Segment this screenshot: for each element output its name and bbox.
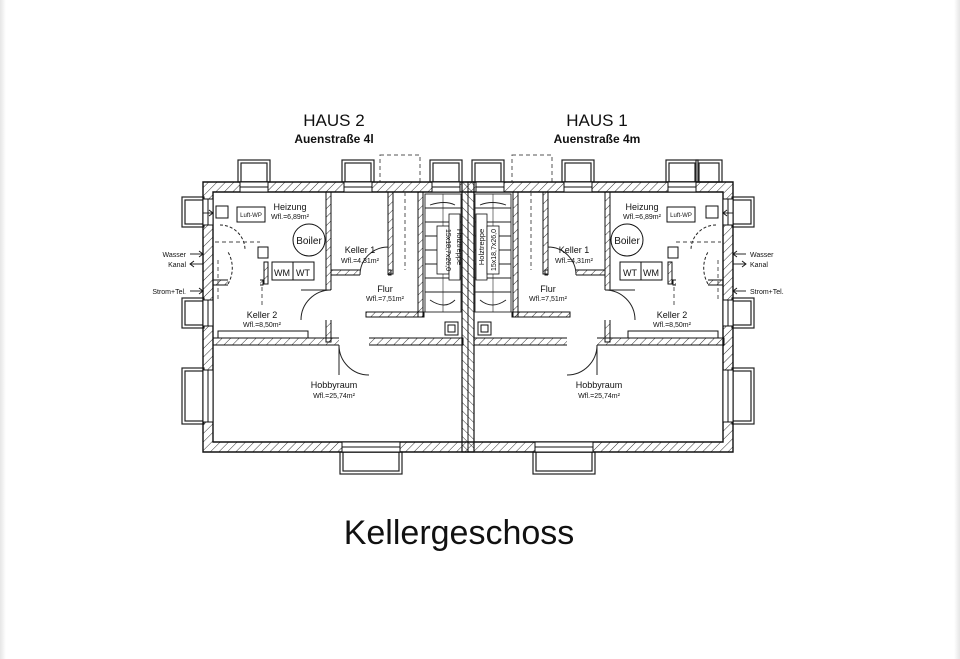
wm-h1: WM: [643, 268, 659, 278]
house1-address: Auenstraße 4m: [554, 132, 641, 146]
area-keller1-h2: Wfl.=4,31m²: [341, 258, 380, 265]
room-heizung-h2: Heizung: [273, 202, 306, 212]
area-hobbyraum-h2: Wfl.=25,74m²: [313, 393, 355, 400]
connection-arrows-left: [189, 209, 214, 295]
room-keller1-h2: Keller 1: [345, 245, 376, 255]
room-flur-h1: Flur: [540, 284, 556, 294]
room-hobbyraum-h2: Hobbyraum: [311, 380, 358, 390]
shafts: [444, 321, 492, 336]
luft-wp-h1: Luft-WP: [670, 213, 692, 219]
conn-wasser-h2: Wasser: [163, 252, 187, 259]
conn-strom-h2: Strom+Tel.: [152, 289, 186, 296]
page-edge-left: [0, 0, 6, 659]
house2-title: HAUS 2: [303, 111, 364, 130]
area-flur-h2: Wfl.=7,51m²: [366, 296, 405, 303]
light-wells-bottom: [339, 451, 596, 475]
room-keller1-h1: Keller 1: [559, 245, 590, 255]
stair-dim-h2: 15x18,7x26,0: [444, 229, 451, 271]
conn-kanal-h2: Kanal: [168, 262, 186, 269]
entrance-canopies: [379, 154, 553, 183]
house1-title: HAUS 1: [566, 111, 627, 130]
fixtures-house2: [215, 205, 326, 339]
floor-title: Kellergeschoss: [344, 514, 575, 552]
conn-kanal-h1: Kanal: [750, 262, 768, 269]
conn-strom-h1: Strom+Tel.: [750, 289, 784, 296]
area-keller2-h1: Wfl.=8,50m²: [653, 322, 692, 329]
stair-label-h2: Holztreppe: [455, 229, 464, 265]
dashed-guides: [215, 192, 721, 305]
stair-label-h1: Holztreppe: [477, 229, 486, 265]
connection-arrows-right: [722, 209, 747, 295]
light-wells-top: [237, 159, 723, 183]
boiler-h2: Boiler: [296, 236, 322, 247]
luft-wp-h2: Luft-WP: [240, 213, 262, 219]
room-hobbyraum-h1: Hobbyraum: [576, 380, 623, 390]
area-heizung-h2: Wfl.=6,89m²: [271, 214, 310, 221]
door-swings: [219, 224, 717, 376]
room-keller2-h2: Keller 2: [247, 310, 278, 320]
page-edge-right: [954, 0, 960, 659]
wt-h1: WT: [623, 268, 637, 278]
wm-h2: WM: [274, 268, 290, 278]
window-openings: [202, 181, 734, 453]
light-wells-side: [181, 196, 755, 425]
stair-label-boxes: [436, 213, 500, 281]
boiler-h1: Boiler: [614, 236, 640, 247]
area-keller2-h2: Wfl.=8,50m²: [243, 322, 282, 329]
area-flur-h1: Wfl.=7,51m²: [529, 296, 568, 303]
fixtures-house1: [610, 205, 719, 339]
area-keller1-h1: Wfl.=4,31m²: [555, 258, 594, 265]
stair-dim-h1: 15x18,7x26,0: [491, 229, 498, 271]
wt-h2: WT: [296, 268, 310, 278]
area-heizung-h1: Wfl.=6,89m²: [623, 214, 662, 221]
door-openings: [228, 269, 708, 346]
area-hobbyraum-h1: Wfl.=25,74m²: [578, 393, 620, 400]
conn-wasser-h1: Wasser: [750, 252, 774, 259]
house2-address: Auenstraße 4l: [294, 132, 373, 146]
room-keller2-h1: Keller 2: [657, 310, 688, 320]
outer-walls: [202, 181, 734, 453]
room-heizung-h1: Heizung: [625, 202, 658, 212]
room-flur-h2: Flur: [377, 284, 393, 294]
